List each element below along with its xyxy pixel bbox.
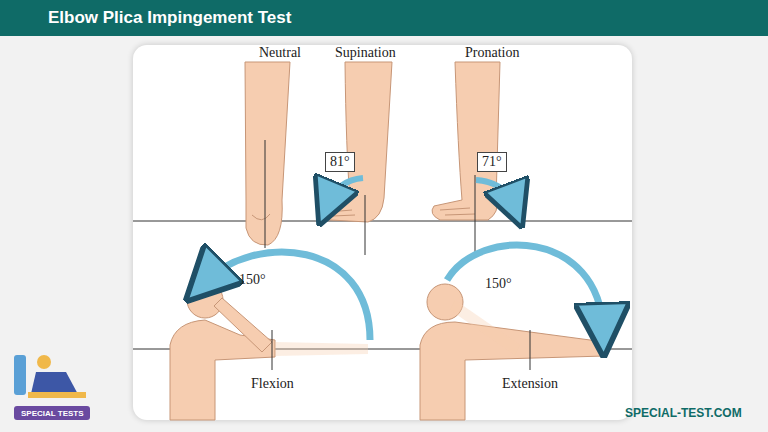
- angle-value: 81°: [330, 154, 350, 170]
- motion-label: Extension: [502, 376, 558, 392]
- watermark: SPECIAL-TEST.COM: [625, 406, 742, 420]
- logo-text: SPECIAL TESTS: [21, 409, 84, 418]
- angle-callout: 71°: [477, 152, 507, 172]
- angle-label: 150°: [485, 276, 512, 292]
- position-label: Supination: [335, 45, 396, 61]
- angle-callout: 81°: [325, 152, 355, 172]
- angle-value: 71°: [482, 154, 502, 170]
- motion-label: Flexion: [251, 376, 294, 392]
- position-label: Pronation: [465, 45, 519, 61]
- position-label: Neutral: [259, 45, 301, 61]
- angle-label: 150°: [239, 272, 266, 288]
- page-title: Elbow Plica Impingement Test: [48, 8, 291, 28]
